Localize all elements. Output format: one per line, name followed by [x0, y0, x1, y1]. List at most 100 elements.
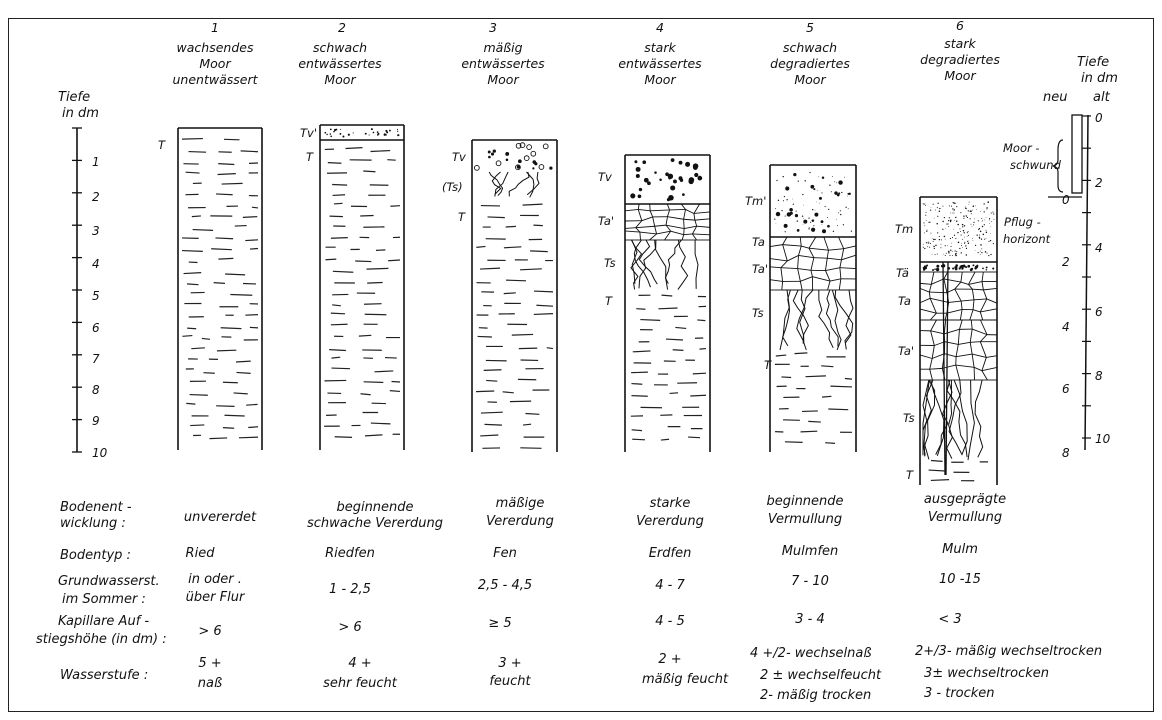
right-axis-alt-tick: 4	[1095, 241, 1103, 255]
peat-hatch	[364, 434, 383, 437]
plough-horizon-dot	[929, 246, 931, 248]
mulm-dot	[840, 213, 842, 216]
crack-network	[931, 353, 945, 359]
peat-dot	[385, 134, 387, 136]
plough-horizon-dot	[952, 208, 954, 210]
crack-network	[944, 313, 948, 321]
right-axis-alt-label: alt	[1093, 90, 1110, 105]
left-axis-tick-label: 4	[92, 257, 100, 271]
humus-crumb	[642, 160, 647, 165]
plough-horizon-dot	[988, 240, 990, 243]
plough-horizon-dot	[967, 231, 969, 233]
crack-network	[981, 370, 988, 381]
peat-hatch	[821, 365, 834, 368]
humus-crumb	[694, 172, 699, 178]
peat-hatch	[520, 268, 542, 271]
left-axis-tick-label: 3	[92, 224, 100, 238]
plough-horizon-dot	[964, 241, 966, 243]
peat-hatch	[330, 312, 345, 315]
plough-horizon-dot	[926, 230, 928, 232]
humus-crumb	[487, 150, 491, 154]
plough-horizon-dot	[981, 248, 983, 250]
mulm-dot	[796, 220, 798, 222]
peat-hatch	[188, 150, 207, 153]
mulm-dot	[815, 213, 817, 215]
crack-network	[665, 224, 672, 232]
crack-network	[684, 225, 697, 229]
peat-hatch	[784, 441, 803, 443]
mulm-dot	[830, 191, 832, 193]
table-cell: 3 +	[498, 656, 522, 671]
crack-network	[813, 257, 828, 259]
soil-crack	[922, 379, 930, 456]
plough-horizon-dot	[933, 245, 935, 248]
crack-network	[641, 216, 653, 222]
horizon-label: Tv	[598, 170, 612, 184]
right-axis-alt-tick: 8	[1095, 369, 1103, 383]
crack-network	[769, 279, 783, 282]
plough-horizon-dot	[959, 231, 961, 233]
plough-horizon-dot	[955, 252, 957, 255]
peat-hatch	[242, 216, 258, 218]
plough-horizon-dot	[966, 232, 968, 234]
row-label: Kapillare Auf -	[58, 614, 150, 629]
horizon-label: T	[764, 358, 772, 372]
crack-network	[696, 225, 711, 228]
plough-horizon-dot	[963, 236, 965, 238]
humus-crumb	[505, 158, 509, 162]
plough-horizon-dot	[944, 228, 946, 229]
pflughorizont-label: Pflug -	[1004, 215, 1041, 229]
plough-horizon-dot	[961, 243, 962, 245]
plough-horizon-dot	[978, 236, 980, 238]
row-label: wicklung :	[60, 516, 126, 531]
crack-network	[979, 334, 988, 343]
soil-crack	[946, 379, 968, 458]
mulm-dot	[982, 267, 984, 270]
profile-title-line: wachsendes	[176, 40, 254, 55]
peat-hatch	[390, 205, 401, 207]
plough-horizon-dot	[942, 229, 944, 231]
peat-hatch	[486, 379, 498, 382]
table-cell: mäßig feucht	[641, 672, 729, 687]
table-cell: schwache Vererdung	[306, 516, 444, 531]
peat-hatch	[825, 442, 836, 444]
plough-horizon-dot	[968, 201, 970, 203]
plough-horizon-dot	[990, 226, 992, 228]
plough-horizon-dot	[940, 243, 942, 245]
plough-horizon-dot	[945, 252, 947, 254]
crack-network	[839, 267, 842, 279]
plough-horizon-dot	[969, 218, 971, 220]
soil-crack	[799, 289, 806, 344]
crack-network	[787, 255, 799, 262]
peat-hatch	[661, 294, 673, 297]
profile-title-line: mäßig	[483, 40, 523, 55]
mulm-dot	[795, 210, 797, 212]
peat-hatch	[189, 393, 208, 396]
mulm-dot	[847, 195, 849, 197]
crack-network	[825, 258, 828, 271]
soil-crack	[946, 379, 953, 459]
peat-hatch	[236, 371, 251, 374]
crack-network	[981, 271, 984, 282]
plough-horizon-dot	[954, 202, 956, 205]
humus-crumb	[634, 160, 638, 164]
row-label: Bodenent -	[60, 500, 132, 515]
peat-hatch	[525, 412, 540, 415]
mulm-dot	[955, 264, 959, 267]
plough-horizon-dot	[928, 243, 930, 245]
table-cell: 2,5 - 4,5	[477, 578, 533, 593]
humus-crumb-ring	[542, 143, 549, 150]
pflughorizont-label: horizont	[1003, 232, 1051, 246]
peat-hatch	[384, 356, 397, 359]
profile-title-line: Moor	[199, 56, 231, 71]
peat-hatch	[216, 349, 237, 352]
mulm-dot	[958, 267, 961, 270]
crack-network	[934, 341, 945, 346]
peat-hatch	[332, 183, 348, 186]
plough-horizon-dot	[973, 221, 975, 223]
humus-crumb-ring	[515, 142, 522, 149]
mulm-dot	[782, 200, 785, 202]
crack-network	[972, 288, 984, 291]
crack-network	[929, 369, 933, 381]
crack-network	[667, 216, 684, 220]
